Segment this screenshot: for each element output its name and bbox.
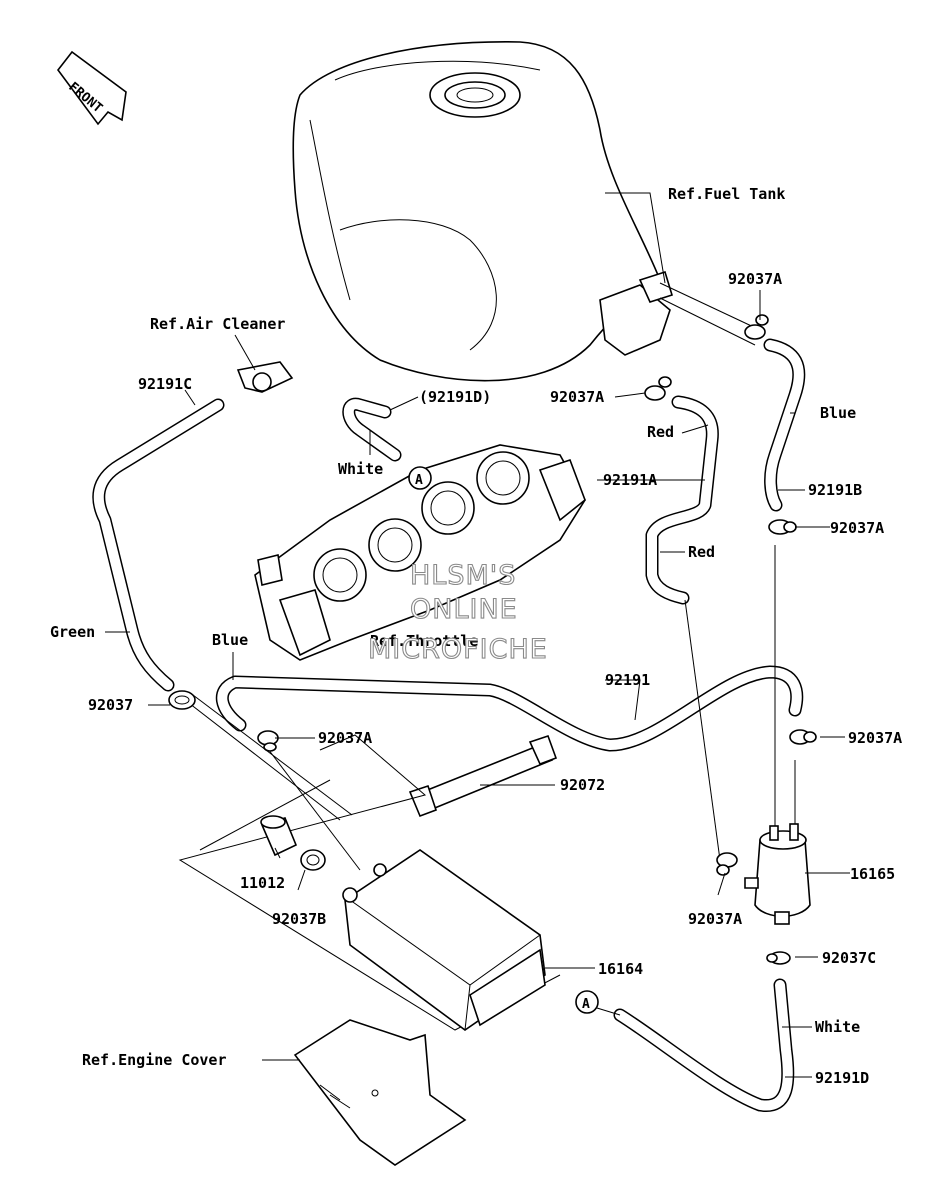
hose-92191a	[645, 395, 719, 605]
label-16165: 16165	[850, 865, 895, 883]
label-92037a-6: 92037A	[688, 910, 742, 928]
front-arrow-icon: FRONT	[56, 50, 127, 126]
air-cleaner-fitting	[236, 361, 294, 393]
label-92191d: 92191D	[815, 1069, 869, 1087]
hose-92191b	[763, 338, 806, 512]
hose-92191d-bottom	[613, 978, 795, 1112]
watermark-line1: HLSM'S	[410, 560, 516, 591]
label-blue-left: Blue	[212, 631, 248, 649]
label-92037a-1: 92037A	[728, 270, 782, 288]
strap-92072	[408, 734, 558, 818]
ref-a-top-label: A	[415, 473, 423, 488]
label-92072: 92072	[560, 776, 605, 794]
label-92191a: 92191A	[603, 471, 657, 489]
hose-92191	[215, 665, 804, 752]
label-92191c: 92191C	[138, 375, 192, 393]
label-92037a-3: 92037A	[830, 519, 884, 537]
label-blue-right: Blue	[820, 404, 856, 422]
label-red-2: Red	[688, 543, 715, 561]
label-92191: 92191	[605, 671, 650, 689]
engine-cover	[293, 1019, 467, 1166]
ref-a-top: A	[408, 466, 432, 490]
throttle-body	[254, 444, 586, 661]
leader-lines	[105, 192, 850, 1078]
hose-92191c	[92, 398, 225, 692]
label-11012: 11012	[240, 874, 285, 892]
label-ref-engine-cover: Ref.Engine Cover	[82, 1051, 227, 1069]
label-green: Green	[50, 623, 95, 641]
clamp-92037b	[300, 849, 326, 871]
label-red-1: Red	[647, 423, 674, 441]
label-92037: 92037	[88, 696, 133, 714]
clamp-92037a-5	[789, 729, 817, 745]
label-ref-fuel-tank: Ref.Fuel Tank	[668, 185, 785, 203]
label-92037c: 92037C	[822, 949, 876, 967]
label-92037a-5: 92037A	[848, 729, 902, 747]
watermark-line3: MICROFICHE	[368, 634, 548, 665]
clamp-92037a-3	[768, 519, 797, 535]
label-92191b: 92191B	[808, 481, 862, 499]
label-white-top: White	[338, 460, 383, 478]
clamp-92037c	[766, 951, 791, 965]
watermark-line2: ONLINE	[410, 594, 518, 625]
ref-a-bottom: A	[575, 990, 599, 1014]
label-ref-throttle: Ref.Throttle	[370, 632, 478, 650]
label-92037a-2: 92037A	[550, 388, 604, 406]
clamp-92037a-4	[257, 730, 279, 752]
clamp-92037a-1	[744, 314, 769, 340]
label-92191d-top: (92191D)	[419, 388, 491, 406]
clamp-92037a-6	[716, 852, 738, 876]
clamp-92037a-2	[644, 376, 672, 401]
fuel-tank	[292, 41, 673, 382]
ref-a-bottom-label: A	[582, 997, 590, 1012]
label-92037a-4: 92037A	[318, 729, 372, 747]
canister-16164	[342, 849, 546, 1031]
watermark: HLSM'S ONLINE MICROFICHE	[367, 559, 548, 665]
label-white-bottom: White	[815, 1018, 860, 1036]
label-16164: 16164	[598, 960, 643, 978]
filter-16165	[744, 823, 811, 925]
label-92037b: 92037B	[272, 910, 326, 928]
hose-92191d-top	[342, 397, 402, 462]
sleeve-11012	[260, 815, 298, 857]
clamp-92037	[168, 690, 196, 710]
label-ref-air-cleaner: Ref.Air Cleaner	[150, 315, 285, 333]
